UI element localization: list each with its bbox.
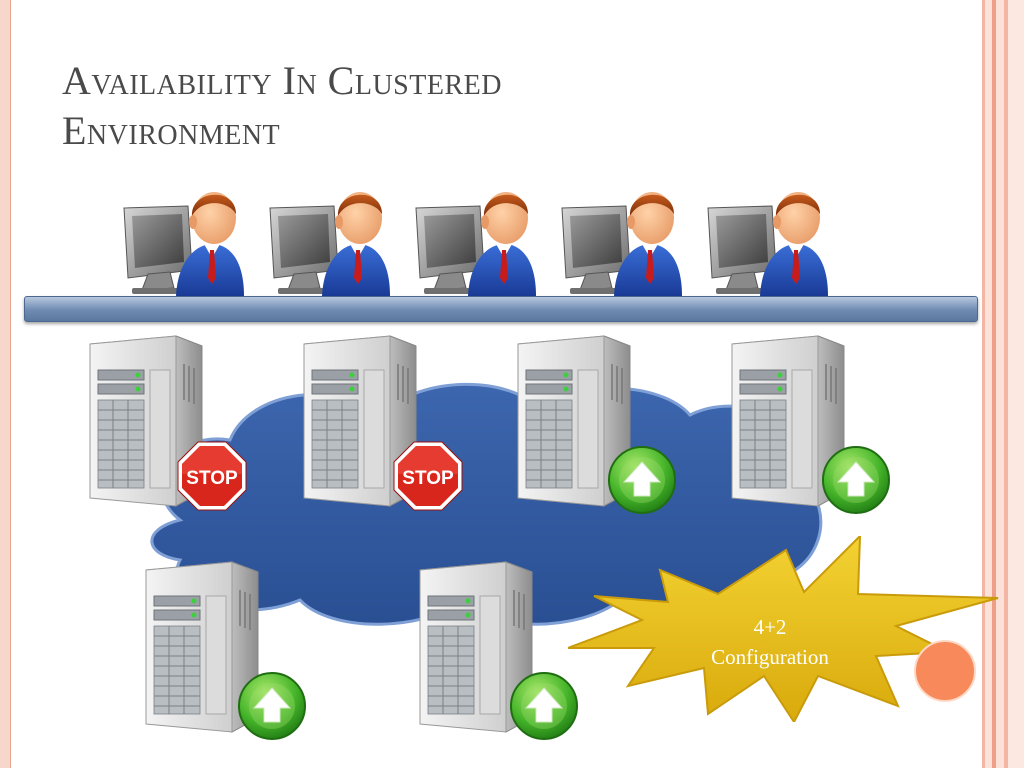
slide-left-border [0,0,11,768]
decorative-orange-circle [914,640,976,702]
slide-title-line2: Environment [62,108,281,153]
callout-line2: Configuration [711,645,829,669]
user-workstation-icon [410,178,538,298]
stop-sign-icon [176,440,248,512]
user-workstation-icon [556,178,684,298]
slide-title: Availability In Clustered Environment [62,56,762,156]
configuration-callout-burst [568,536,999,722]
up-arrow-icon [606,444,678,516]
slide-right-stripes [978,0,1024,768]
slide-title-line1: Availability In Clustered [62,58,502,103]
user-workstation-icon [702,178,830,298]
user-workstation-icon [118,178,246,298]
stop-sign-icon [392,440,464,512]
up-arrow-icon [820,444,892,516]
configuration-callout-text: 4+2 Configuration [660,612,880,672]
up-arrow-icon [236,670,308,742]
network-bus-bar [24,296,978,322]
callout-line1: 4+2 [753,615,787,639]
client-users-row [118,178,858,298]
user-workstation-icon [264,178,392,298]
